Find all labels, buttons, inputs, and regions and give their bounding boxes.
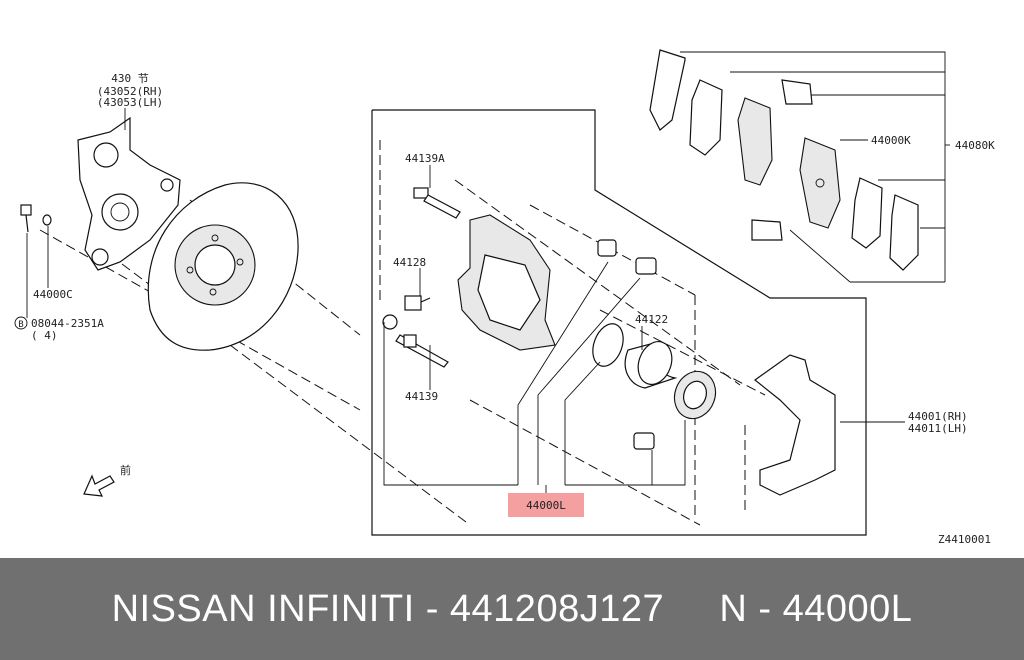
clip-leader <box>789 229 851 283</box>
kit-leader <box>565 450 653 486</box>
bolt-qty-label: ( 4) <box>31 329 58 342</box>
kit-leader <box>652 420 686 486</box>
knuckle-rh-label: (43052(RH) <box>97 85 163 98</box>
pad-group-frame-top <box>680 51 946 260</box>
pad-kit-label: 44000K <box>871 134 911 147</box>
bleeder-cap-label: 44128 <box>393 256 426 269</box>
kit-leader <box>564 361 601 485</box>
piston <box>624 341 678 389</box>
brake-caliper-exploded-diagram: 44000L 430 节 (43052(RH) (43053(LH) 44000… <box>14 49 995 546</box>
bolt-ref-label: 08044-2351A <box>31 317 104 330</box>
brake-pad-shim-inner <box>689 79 723 156</box>
bracket-rh-label: 44001(RH) <box>908 410 968 423</box>
piston-boot <box>673 370 717 420</box>
pad-clip-upper <box>781 79 813 105</box>
brake-pad-outer <box>737 97 773 186</box>
bracket-lh-label: 44011(LH) <box>908 422 968 435</box>
bolt-circle-marker <box>14 316 28 330</box>
guide-pin-lower <box>382 314 449 368</box>
slide-boot-bottom <box>633 432 655 450</box>
brake-pad-shim-rear-outer <box>889 194 919 271</box>
bolt-circle-letter: B <box>18 320 23 330</box>
kit-leader <box>537 277 641 485</box>
washer-ref-label: 44000C <box>33 288 73 301</box>
washer <box>42 214 52 226</box>
front-mark-label: 前 <box>120 463 131 477</box>
projection-line <box>469 399 701 526</box>
projection-line <box>599 309 766 396</box>
kit-leader <box>383 322 518 486</box>
dust-shield <box>147 182 299 351</box>
knuckle-bolt <box>20 204 32 233</box>
pad-set-label: 44080K <box>955 139 995 152</box>
highlighted-kit-label: 44000L <box>526 499 566 512</box>
pin-bottom-label: 44139 <box>405 390 438 403</box>
brake-pad-shim-rear <box>851 177 883 249</box>
brake-pad-inner <box>799 137 841 229</box>
guide-pin-upper <box>413 187 461 219</box>
kit-leader <box>517 261 609 485</box>
part-number-footer: NISSAN INFINITI - 441208J127 N - 44000L <box>0 558 1024 660</box>
projection-line <box>454 179 741 386</box>
brake-pad-shim-outer <box>649 49 686 131</box>
knuckle-ref-label: 430 节 <box>111 72 149 85</box>
piston-seal-label: 44122 <box>635 313 668 326</box>
caliper-frame <box>371 109 867 536</box>
pad-clip-lower <box>751 219 783 241</box>
slide-boot-lower <box>635 257 657 275</box>
steering-knuckle <box>77 116 181 271</box>
drawing-code-label: Z4410001 <box>938 533 991 546</box>
piston-seal <box>592 323 624 367</box>
slide-boot-upper <box>597 239 617 257</box>
bleeder-cap <box>404 295 431 311</box>
footer-caption: NISSAN INFINITI - 441208J127 N - 44000L <box>111 587 913 630</box>
bleeder-top-label: 44139A <box>405 152 445 165</box>
caliper-bracket <box>754 354 836 496</box>
front-direction-arrow-icon <box>83 474 115 497</box>
caliper-body <box>457 214 556 351</box>
knuckle-lh-label: (43053(LH) <box>97 96 163 109</box>
highlighted-kit-box <box>508 493 584 517</box>
